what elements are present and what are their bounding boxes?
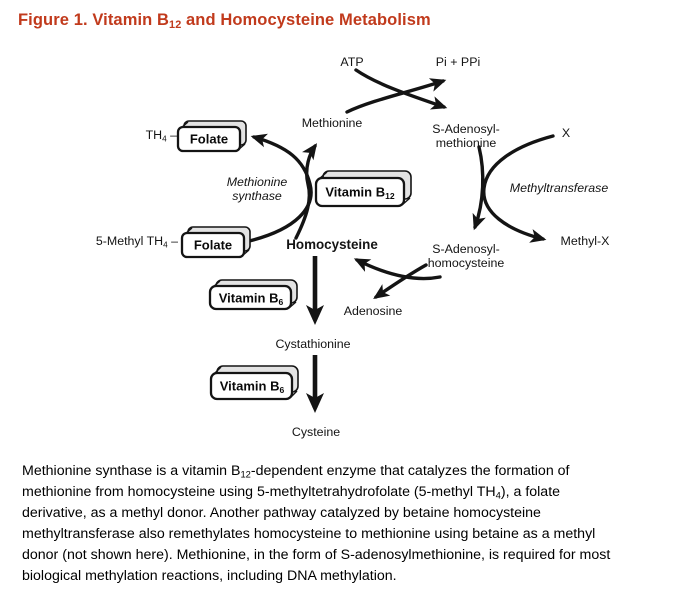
node-pi-ppi: Pi + PPi: [435, 55, 481, 69]
box-vitamin-b6-2: [209, 365, 299, 401]
enzyme-methyltransferase: Methyltransferase: [509, 181, 609, 195]
label-th4: TH4 –: [145, 128, 177, 144]
box-label-vitamin-b6-2: Vitamin B6: [219, 378, 285, 395]
box-folate-2: [180, 226, 251, 259]
node-cystathionine: Cystathionine: [275, 337, 351, 351]
pathway-arrows-canvas: [176, 68, 555, 413]
figure-title: Figure 1. Vitamin B12 and Homocysteine M…: [18, 11, 431, 32]
box-label-vitamin-b12: Vitamin B12: [325, 184, 395, 201]
node-adenosine: Adenosine: [343, 304, 403, 318]
arrow-5-methyl-folate-to-folate: [243, 133, 313, 244]
node-x: X: [561, 126, 571, 140]
box-folate-1: [176, 120, 247, 153]
arrow-sam-to-sah: [472, 145, 486, 231]
node-s-adenosyl-methionine: S-Adenosyl- methionine: [432, 122, 500, 150]
figure-caption: Methionine synthase is a vitamin B12-dep…: [22, 463, 611, 584]
arrow-sah-to-adenosine: [373, 263, 428, 299]
node-s-adenosyl-homocysteine: S-Adenosyl- homocysteine: [427, 242, 505, 270]
node-methyl-x: Methyl-X: [560, 234, 610, 248]
box-vitamin-b6-1: [208, 279, 298, 311]
node-methionine: Methionine: [301, 116, 363, 130]
box-vitamin-b12: [314, 170, 412, 208]
box-label-vitamin-b6-1: Vitamin B6: [218, 290, 284, 307]
arrow-methionine-to-pi-ppi: [345, 78, 447, 114]
enzyme-methionine-synthase: Methionine synthase: [226, 175, 288, 203]
box-label-folate-2: Folate: [193, 237, 233, 253]
node-cysteine: Cysteine: [291, 425, 341, 439]
arrow-atp-to-sam: [354, 68, 448, 110]
arrow-homocysteine-to-methionine: [294, 143, 318, 240]
arrow-x-to-methyl-x: [482, 134, 555, 243]
arrow-sah-to-homocysteine: [353, 258, 442, 281]
node-atp: ATP: [340, 55, 364, 69]
node-homocysteine: Homocysteine: [286, 237, 378, 252]
label-5-methyl-th4: 5-Methyl TH4 –: [95, 234, 178, 250]
box-label-folate-1: Folate: [189, 131, 229, 147]
